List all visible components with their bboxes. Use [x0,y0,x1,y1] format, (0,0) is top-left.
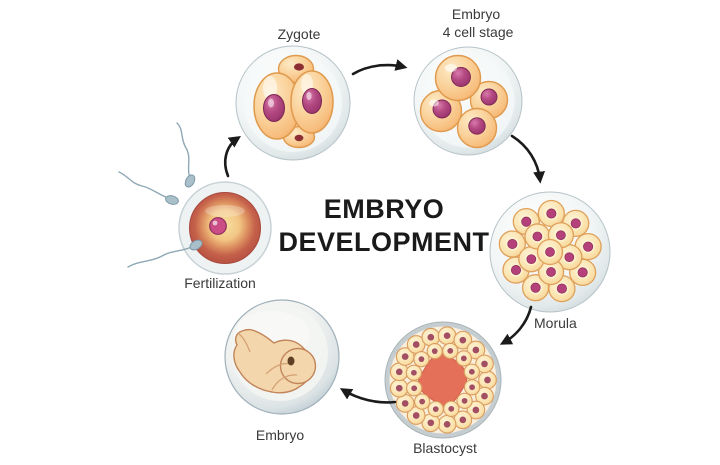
blastocyst-cell [437,326,457,346]
egg-highlight [205,205,245,217]
fetus-ear-spot [287,356,295,366]
morula-cell [537,199,565,228]
stage-morula: Morula [489,191,611,331]
blastocyst-cell [443,400,460,417]
arrow-zygote-to-four-cell [351,59,408,76]
blastocyst-cell [455,350,472,367]
sperm-head-bottom [189,239,203,251]
stage-zygote: Zygote [235,26,351,161]
blastocyst-cell [426,343,443,360]
zygote-small-nucleus-bottom [294,134,304,142]
arrow-four-cell-to-morula [510,134,546,184]
zygote-nucleus-right [302,88,322,114]
sperm-tail-bottom [127,245,195,268]
blastocyst-cell [466,340,486,360]
zygote-small-nucleus-top [294,63,304,71]
blastocyst-cell [406,380,423,397]
four-cell-label-line2: 4 cell stage [443,24,514,40]
morula-cell [536,238,564,266]
blastocyst-cell [427,400,444,418]
blastocyst-cell [405,364,423,381]
blastocyst-cells [389,326,497,434]
arrow-blastocyst-to-embryo [339,388,397,404]
blastocyst-cell [453,330,473,350]
morula-cell [498,230,526,258]
stage-fertilization: Fertilization [118,122,272,291]
fetus-leg-line2 [271,374,298,391]
morula-cells [498,199,602,303]
sperm-head-top [184,174,196,188]
morula-cell [524,223,551,250]
morula-cell [537,258,565,286]
blastocyst-cell [463,379,481,396]
morula-label: Morula [534,315,577,331]
blastocyst-cell [475,386,494,406]
title-line2: DEVELOPMENT [278,227,489,257]
blastocyst-cell [466,400,486,420]
embryo-label: Embryo [256,427,304,443]
blastocyst-cell [414,393,431,410]
sperm-head-left [165,195,179,205]
arrow-fertilization-to-zygote [224,136,241,178]
fetus-head [279,347,317,385]
egg-nucleus-highlight [212,220,218,226]
arrow-morula-to-blastocyst [499,305,533,345]
blastocyst-cell [463,363,480,380]
zygote-nucleus-left [263,94,285,122]
fertilization-label: Fertilization [184,275,256,291]
title-line1: EMBRYO [324,194,445,224]
blastocyst-cell [395,347,415,366]
diagram-title: EMBRYO DEVELOPMENT [278,194,489,257]
blastocyst-cell [478,370,497,390]
blastocyst-cell [413,351,430,368]
zygote-label: Zygote [278,26,321,42]
sperm-cells [118,122,203,268]
stage-four-cell: Embryo 4 cell stage [413,6,523,156]
four-cell-label-line1: Embryo [452,6,500,22]
blastocyst-cell [437,414,457,434]
stage-embryo: Embryo [224,299,340,443]
flow-arrows [224,59,546,404]
blastocyst-label: Blastocyst [413,440,477,456]
sperm-tail-top [176,122,191,180]
sperm-tail-left [118,171,172,200]
zygote-cells [253,54,334,149]
blastocyst-cell [442,342,459,360]
blastocyst-cell [456,392,473,409]
blastocyst-cell [389,378,409,398]
fetus-figure [233,328,317,394]
four-cell-cells [419,54,509,149]
stage-blastocyst: Blastocyst [384,321,502,456]
blastocyst-cell [475,354,494,374]
fetus-arm-line [238,333,251,353]
blastocyst-cell [421,327,441,347]
egg-nucleus [209,217,227,235]
